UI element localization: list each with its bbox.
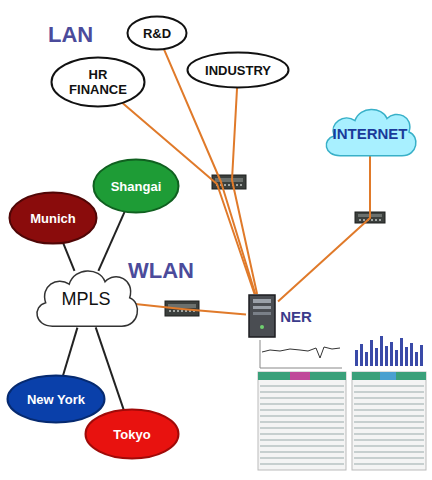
- bar-chart-thumbnail: [355, 336, 423, 366]
- node-label: NER: [280, 308, 312, 325]
- node-label: R&D: [143, 26, 171, 41]
- node-label: HR FINANCE: [66, 67, 130, 97]
- site-ellipse: Munich: [8, 191, 98, 245]
- node-label: MPLS: [61, 289, 110, 309]
- node-text-group: New York: [27, 392, 85, 407]
- table-thumbnail: [258, 372, 426, 470]
- node-text-group: HR FINANCE: [66, 67, 130, 97]
- node-text-group: Tokyo: [113, 427, 150, 442]
- node-text-group: MPLS: [61, 289, 110, 309]
- site-ellipse: New York: [6, 374, 106, 424]
- node-text-group: NER: [280, 308, 312, 325]
- department-ellipse: R&D: [126, 15, 188, 51]
- node-label: New York: [27, 392, 85, 407]
- line-chart-thumbnail: [260, 340, 342, 368]
- network-link: [278, 156, 370, 302]
- network-link: [63, 242, 75, 270]
- node-text-group: INTERNET: [333, 125, 408, 142]
- node-text-group: Munich: [30, 211, 76, 226]
- department-ellipse: INDUSTRY: [186, 51, 290, 89]
- node-text-group: Shangai: [111, 179, 162, 194]
- node-text-group: R&D: [143, 26, 171, 41]
- site-ellipse: Tokyo: [84, 408, 180, 460]
- server-node: NER: [246, 293, 312, 339]
- network-zone-label: LAN: [48, 22, 93, 48]
- department-ellipse: HR FINANCE: [50, 56, 146, 108]
- internet-cloud: INTERNET: [320, 102, 420, 164]
- network-zone-label: WLAN: [128, 258, 194, 284]
- node-label: Munich: [30, 211, 76, 226]
- network-link: [232, 87, 257, 294]
- network-link: [63, 328, 78, 377]
- site-ellipse: Shangai: [92, 158, 180, 214]
- node-label: INDUSTRY: [205, 63, 271, 78]
- node-label: Shangai: [111, 179, 162, 194]
- mpls-cloud: MPLS: [30, 262, 142, 336]
- node-label: INTERNET: [333, 125, 408, 142]
- node-label: Tokyo: [113, 427, 150, 442]
- network-link: [98, 211, 125, 271]
- network-link: [135, 304, 246, 315]
- node-text-group: INDUSTRY: [205, 63, 271, 78]
